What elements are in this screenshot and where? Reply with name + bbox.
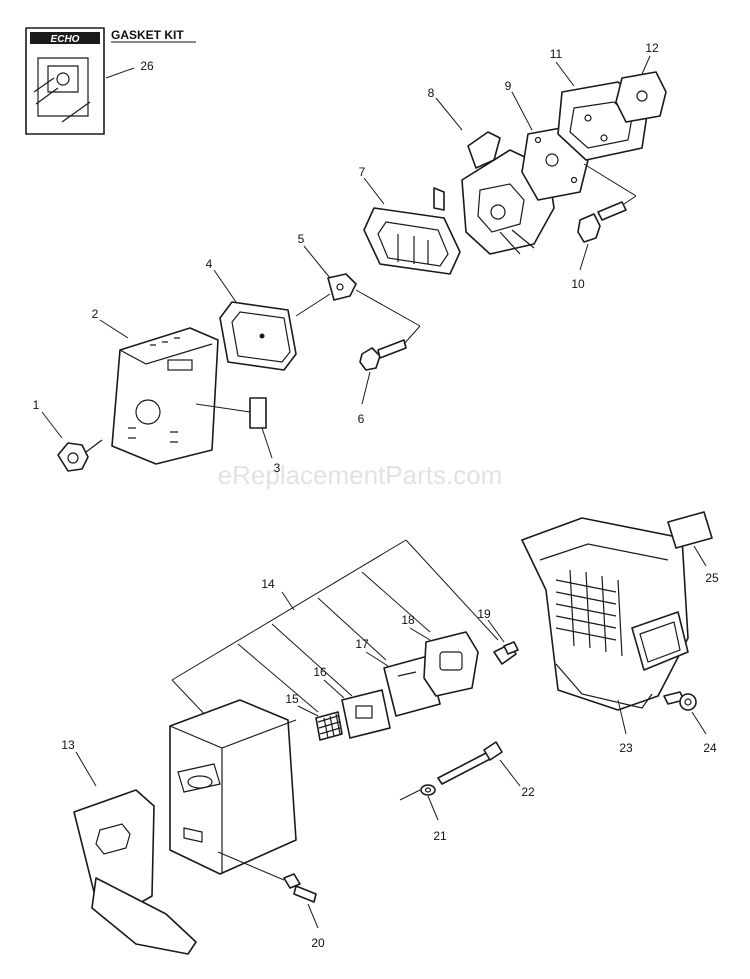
- part-12-gasket[interactable]: [615, 71, 667, 123]
- part-20-bolt[interactable]: [283, 873, 317, 903]
- part-24-bolt[interactable]: [663, 691, 697, 711]
- kit-gasket-lines: [33, 77, 91, 123]
- part-3-label[interactable]: [249, 397, 267, 429]
- part-19-bolt[interactable]: [493, 641, 519, 665]
- part-23-engine-cover[interactable]: [521, 517, 689, 711]
- callout-9: 9: [505, 79, 512, 93]
- callout-14-leaders: [171, 539, 499, 721]
- callout-14: 14: [261, 577, 275, 591]
- callout-2: 2: [92, 307, 99, 321]
- part-16-gasket[interactable]: [341, 689, 391, 739]
- callout-3: 3: [274, 461, 281, 475]
- callout-12: 12: [645, 41, 659, 55]
- part-6-bolt[interactable]: [359, 339, 407, 371]
- part-10-bolt[interactable]: [577, 201, 627, 243]
- part-22-long-bolt[interactable]: [437, 741, 503, 785]
- part-14-muffler[interactable]: [169, 699, 297, 875]
- part-21-washer[interactable]: [420, 784, 436, 796]
- callout-26: 26: [140, 59, 154, 73]
- callout-24: 24: [703, 741, 717, 755]
- kit-gasket-sketch: [37, 57, 89, 117]
- callout-21: 21: [433, 829, 447, 843]
- part-18-exhaust-gasket[interactable]: [423, 631, 479, 697]
- echo-logo-bar: [30, 32, 100, 44]
- part-15-spark-arrester-screen[interactable]: [315, 711, 343, 741]
- callout-23: 23: [619, 741, 633, 755]
- kit-title: GASKET KIT: [111, 28, 184, 42]
- part-5-bracket[interactable]: [327, 273, 357, 301]
- part-7-filter-base[interactable]: [363, 187, 461, 275]
- callout-7: 7: [359, 165, 366, 179]
- callout-20: 20: [311, 936, 325, 950]
- watermark: eReplacementParts.com: [218, 460, 503, 490]
- callout-18: 18: [401, 613, 415, 627]
- callout-10: 10: [571, 277, 585, 291]
- echo-logo: ECHO: [51, 34, 80, 45]
- callout-17: 17: [355, 637, 369, 651]
- callout-11: 11: [550, 47, 563, 61]
- part-13-heat-shield[interactable]: [73, 789, 197, 955]
- callout-16: 16: [313, 665, 327, 679]
- callout-13: 13: [61, 738, 75, 752]
- callout-22: 22: [521, 785, 535, 799]
- callout-19: 19: [477, 607, 491, 621]
- callout-1: 1: [33, 398, 40, 412]
- part-1-knob[interactable]: [57, 439, 103, 472]
- callout-15: 15: [285, 692, 299, 706]
- callout-8: 8: [428, 86, 435, 100]
- part-25-label[interactable]: [667, 511, 713, 549]
- callout-25: 25: [705, 571, 719, 585]
- kit-gasket-hole: [56, 72, 70, 86]
- callout-6: 6: [358, 412, 365, 426]
- callout-5: 5: [298, 232, 305, 246]
- part-2-air-cleaner-cover[interactable]: [111, 327, 219, 465]
- callout-4: 4: [206, 257, 213, 271]
- gasket-kit[interactable]: ECHO: [25, 27, 135, 135]
- part-4-air-filter[interactable]: [219, 301, 297, 371]
